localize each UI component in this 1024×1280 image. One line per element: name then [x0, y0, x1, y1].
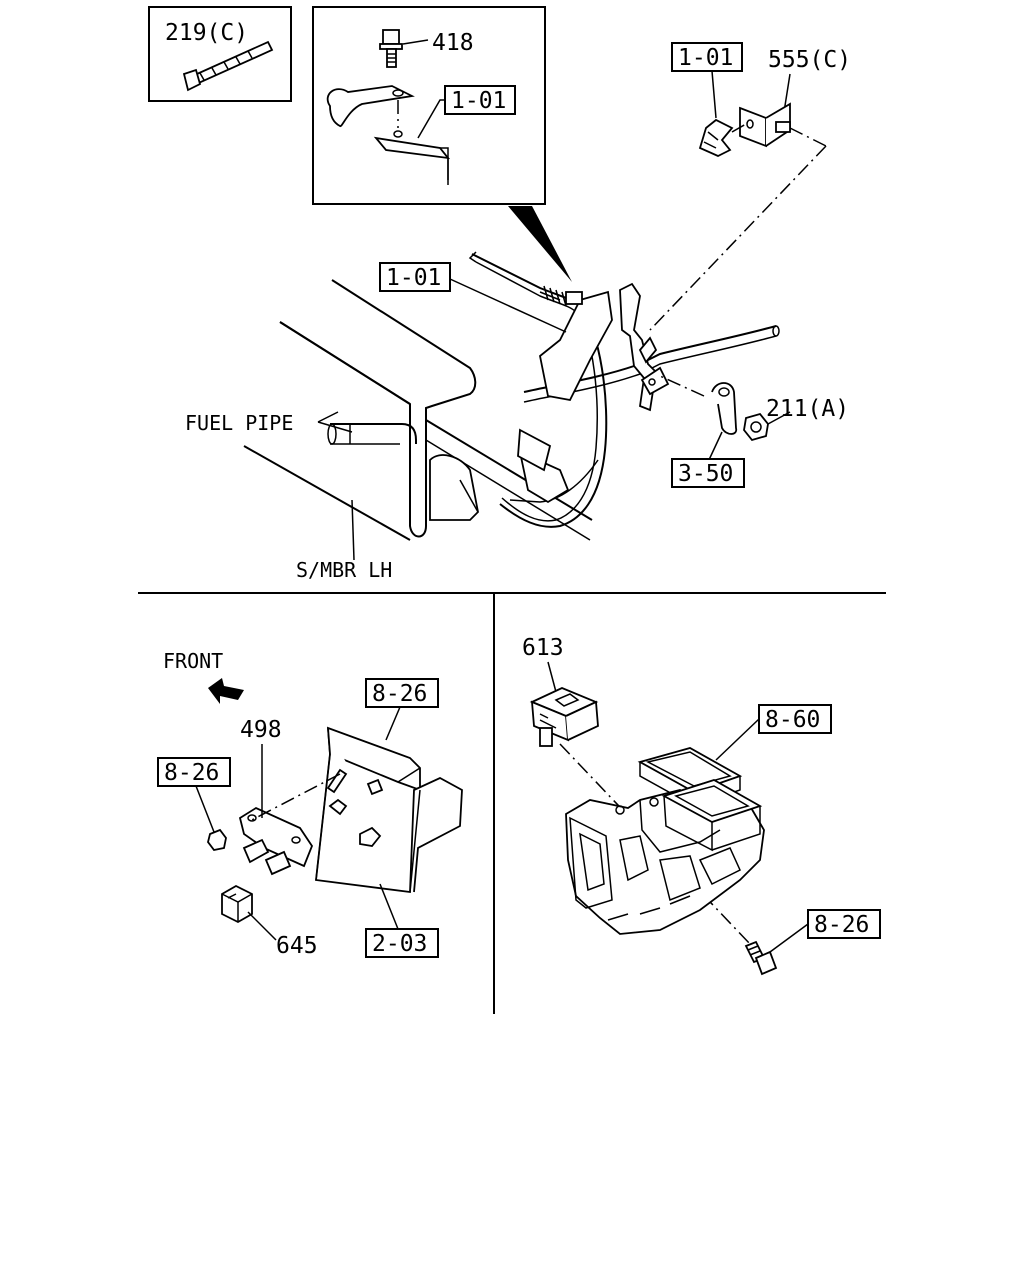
nut-211-icon	[743, 411, 791, 442]
bolt-8-26-icon	[744, 940, 778, 976]
relay-plate	[238, 806, 314, 876]
label-645: 645	[276, 933, 318, 959]
label-555c: 555(C)	[768, 47, 851, 73]
label-bl-8-26-top: 8-26	[372, 681, 427, 707]
label-3-50: 3-50	[678, 461, 733, 487]
label-219c: 219(C)	[165, 20, 248, 46]
label-top-right-1-01: 1-01	[678, 45, 733, 71]
clip-555-icon	[698, 102, 791, 157]
cable-tie-icon	[182, 40, 274, 92]
label-498: 498	[240, 717, 282, 743]
label-front: FRONT	[163, 649, 223, 673]
relay-bracket	[315, 726, 463, 894]
label-bl-8-26-left: 8-26	[164, 760, 219, 786]
label-s-mbr-lh: S/MBR LH	[296, 558, 392, 582]
label-br-8-26: 8-26	[814, 912, 869, 938]
inset-pointer	[508, 206, 572, 282]
front-arrow-icon	[208, 678, 244, 704]
module-613-icon	[529, 687, 599, 747]
label-2-03: 2-03	[372, 931, 427, 957]
label-418: 418	[432, 30, 474, 56]
label-8-60: 8-60	[765, 707, 820, 733]
clip-icon	[326, 85, 451, 185]
relay-645-icon	[221, 884, 253, 924]
heater-unit	[565, 789, 765, 935]
clamp-3-50	[659, 375, 738, 463]
nut-8-26-icon	[207, 828, 227, 851]
inset-clip-detail: 418 1-01	[312, 6, 546, 205]
duct-8-60-icon	[637, 747, 763, 852]
main-frame-assembly	[243, 251, 780, 541]
label-613: 613	[522, 635, 564, 661]
bolt-icon	[379, 29, 403, 68]
label-main-1-01: 1-01	[386, 265, 441, 291]
label-211a: 211(A)	[766, 396, 849, 422]
label-fuel-pipe: FUEL PIPE	[185, 411, 293, 435]
label-inset-1-01: 1-01	[451, 88, 506, 114]
inset-cable-tie: 219(C)	[148, 6, 292, 102]
top-right-clip: 1-01 555(C)	[649, 42, 851, 331]
